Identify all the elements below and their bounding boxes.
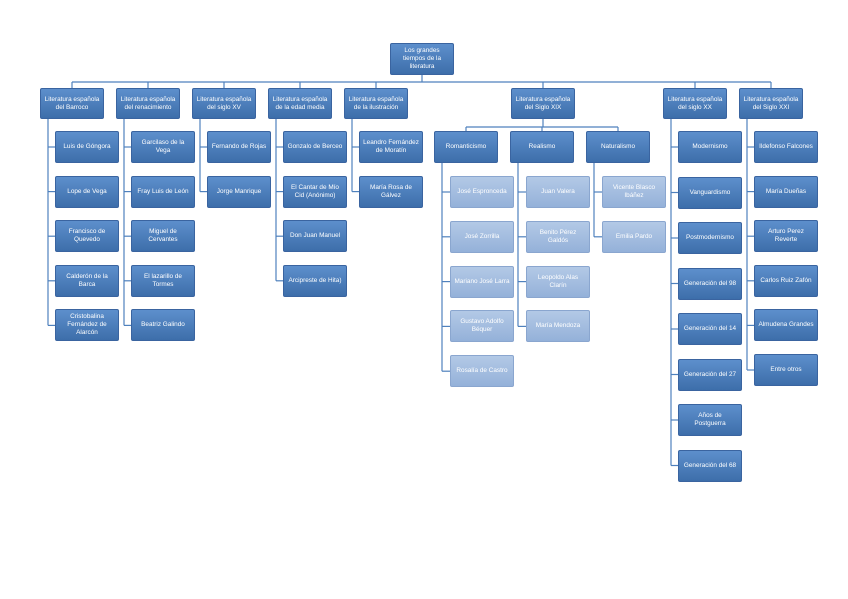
column-header: Literatura española de la ilustración	[344, 88, 408, 119]
list-item: Luis de Góngora	[55, 131, 119, 163]
list-item: Beatriz Galindo	[131, 309, 195, 342]
group-header: Romanticismo	[434, 131, 498, 163]
list-item: Generación del 14	[678, 313, 742, 345]
list-item: Generación del 68	[678, 449, 742, 482]
list-item: Leandro Fernández de Moratín	[359, 131, 423, 163]
list-item: Jorge Manrique	[207, 175, 271, 208]
column-header: Literatura española del siglo XV	[192, 88, 256, 119]
list-item: María Rosa de Gálvez	[359, 175, 423, 208]
list-item: Modernismo	[678, 131, 742, 163]
list-item: Miguel de Cervantes	[131, 220, 195, 253]
list-item: Arturo Perez Reverte	[754, 220, 818, 253]
column-header: Literatura española del renacimiento	[116, 88, 180, 119]
list-item: María Mendoza	[526, 310, 590, 343]
list-item: Francisco de Quevedo	[55, 220, 119, 253]
list-item: Entre otros	[754, 354, 818, 386]
list-item: José Espronceda	[450, 176, 514, 208]
list-item: Vanguardismo	[678, 176, 742, 209]
root-node: Los grandes tiempos de la literatura	[390, 43, 454, 75]
list-item: Carlos Ruiz Zafón	[754, 264, 818, 297]
list-item: Calderón de la Barca	[55, 264, 119, 297]
group-header: Naturalismo	[586, 131, 650, 163]
column-header: Literatura española del Barroco	[40, 88, 104, 119]
list-item: Cristobalina Fernández de Alarcón	[55, 309, 119, 342]
list-item: Arcipreste de Hita)	[283, 264, 347, 297]
list-item: Emilia Pardo	[602, 220, 666, 253]
list-item: Gonzalo de Berceo	[283, 131, 347, 163]
list-item: Fray Luis de León	[131, 175, 195, 208]
list-item: Lope de Vega	[55, 175, 119, 208]
column-header: Literatura española del siglo XX	[663, 88, 727, 119]
list-item: Benito Pérez Galdós	[526, 220, 590, 253]
column-header: Literatura española del Siglo XXI	[739, 88, 803, 119]
list-item: Leopoldo Alas Clarín	[526, 265, 590, 298]
list-item: El Cantar de Mío Cid (Anónimo)	[283, 175, 347, 208]
list-item: Garcilaso de la Vega	[131, 131, 195, 163]
column-header: Literatura española del Siglo XIX	[511, 88, 575, 119]
list-item: María Dueñas	[754, 175, 818, 208]
list-item: José Zorrilla	[450, 220, 514, 253]
list-item: Gustavo Adolfo Béquer	[450, 310, 514, 343]
list-item: Rosalía de Castro	[450, 355, 514, 388]
list-item: Postmodernismo	[678, 222, 742, 254]
list-item: Años de Postguerra	[678, 404, 742, 436]
list-item: Mariano José Larra	[450, 265, 514, 298]
list-item: El lazarillo de Tormes	[131, 264, 195, 297]
list-item: Almudena Grandes	[754, 309, 818, 342]
list-item: Juan Valera	[526, 176, 590, 208]
list-item: Don Juan Manuel	[283, 220, 347, 253]
group-header: Realismo	[510, 131, 574, 163]
list-item: Fernando de Rojas	[207, 131, 271, 163]
column-header: Literatura española de la edad media	[268, 88, 332, 119]
list-item: Generación del 27	[678, 358, 742, 391]
list-item: Ildefonso Falcones	[754, 131, 818, 163]
list-item: Generación del 98	[678, 267, 742, 300]
list-item: Vicente Blasco Ibáñez	[602, 176, 666, 208]
